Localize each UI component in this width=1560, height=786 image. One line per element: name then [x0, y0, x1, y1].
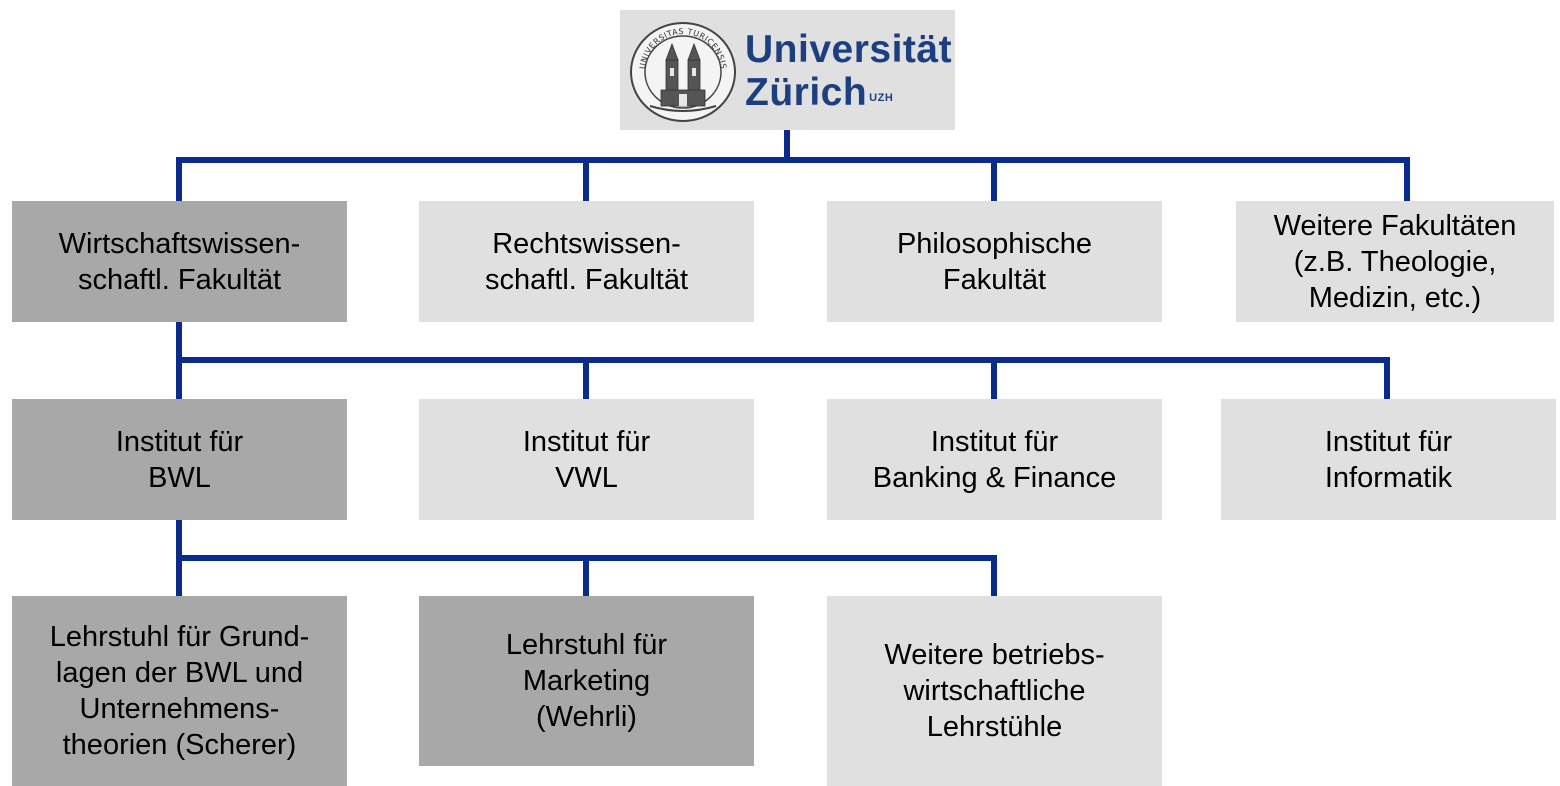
faculty-box-law: Rechtswissen- schaftl. Fakultät [419, 201, 754, 322]
institute-box-banking-finance: Institut für Banking & Finance [827, 399, 1162, 520]
logo-superscript: UZH [869, 92, 894, 104]
chair-box-other: Weitere betriebs- wirtschaftliche Lehrst… [827, 596, 1162, 786]
faculty-box-other: Weitere Fakultäten (z.B. Theologie, Medi… [1236, 201, 1554, 322]
logo-text-zurich: Zürich [745, 71, 868, 114]
chair-box-foundations: Lehrstuhl für Grund- lagen der BWL und U… [12, 596, 347, 786]
chair-box-marketing: Lehrstuhl für Marketing (Wehrli) [419, 596, 754, 766]
institute-box-bwl: Institut für BWL [12, 399, 347, 520]
logo-text-line1: Universität [745, 28, 953, 71]
university-seal-icon: UNIVERSITAS TURICENSIS [630, 22, 736, 122]
university-logo: UNIVERSITAS TURICENSIS Universität Züric… [620, 10, 955, 130]
institute-box-informatics: Institut für Informatik [1221, 399, 1556, 520]
institute-box-vwl: Institut für VWL [419, 399, 754, 520]
faculty-box-philosophy: Philosophische Fakultät [827, 201, 1162, 322]
faculty-box-economics: Wirtschaftswissen- schaftl. Fakultät [12, 201, 347, 322]
